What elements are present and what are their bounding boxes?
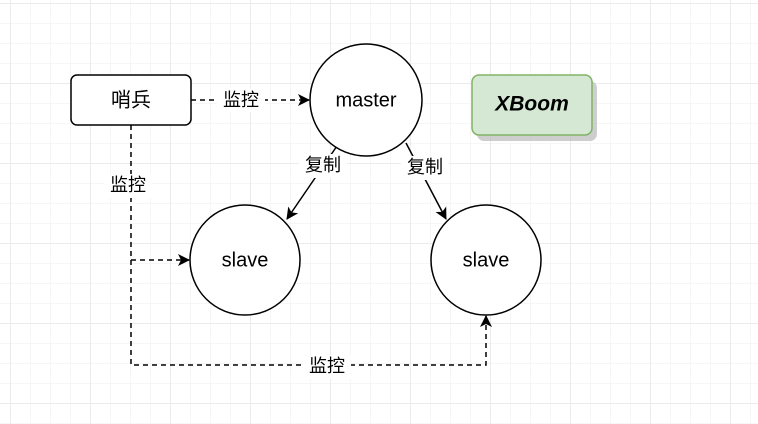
edge-label-monitor-right: 监控: [309, 356, 345, 377]
edge-label-bg: [299, 154, 347, 178]
edge-label-replicate-left: 复制: [305, 155, 341, 176]
node-master-label: master: [335, 89, 396, 111]
edge-label-monitor-left: 监控: [110, 175, 146, 196]
edge-label-bg: [303, 355, 351, 379]
edge-label-bg: [401, 156, 449, 180]
node-slave-right[interactable]: slave: [430, 204, 542, 316]
xboom-badge-label: XBoom: [494, 93, 569, 116]
node-slave-left-label: slave: [222, 249, 269, 271]
xboom-badge-box: [471, 74, 593, 136]
node-slave-left[interactable]: slave: [189, 204, 301, 316]
edge-label-bg: [217, 88, 265, 112]
node-master[interactable]: master: [309, 43, 423, 157]
edge-label-replicate-right: 复制: [407, 157, 443, 178]
edge-label-bg: [104, 174, 152, 198]
xboom-badge[interactable]: XBoom: [471, 74, 597, 141]
edge-label-monitor-master: 监控: [223, 90, 259, 111]
node-sentinel[interactable]: 哨兵: [70, 74, 192, 126]
edge-master-to-slave-right[interactable]: [405, 142, 447, 220]
node-slave-right-label: slave: [463, 249, 510, 271]
node-sentinel-label: 哨兵: [111, 88, 151, 111]
